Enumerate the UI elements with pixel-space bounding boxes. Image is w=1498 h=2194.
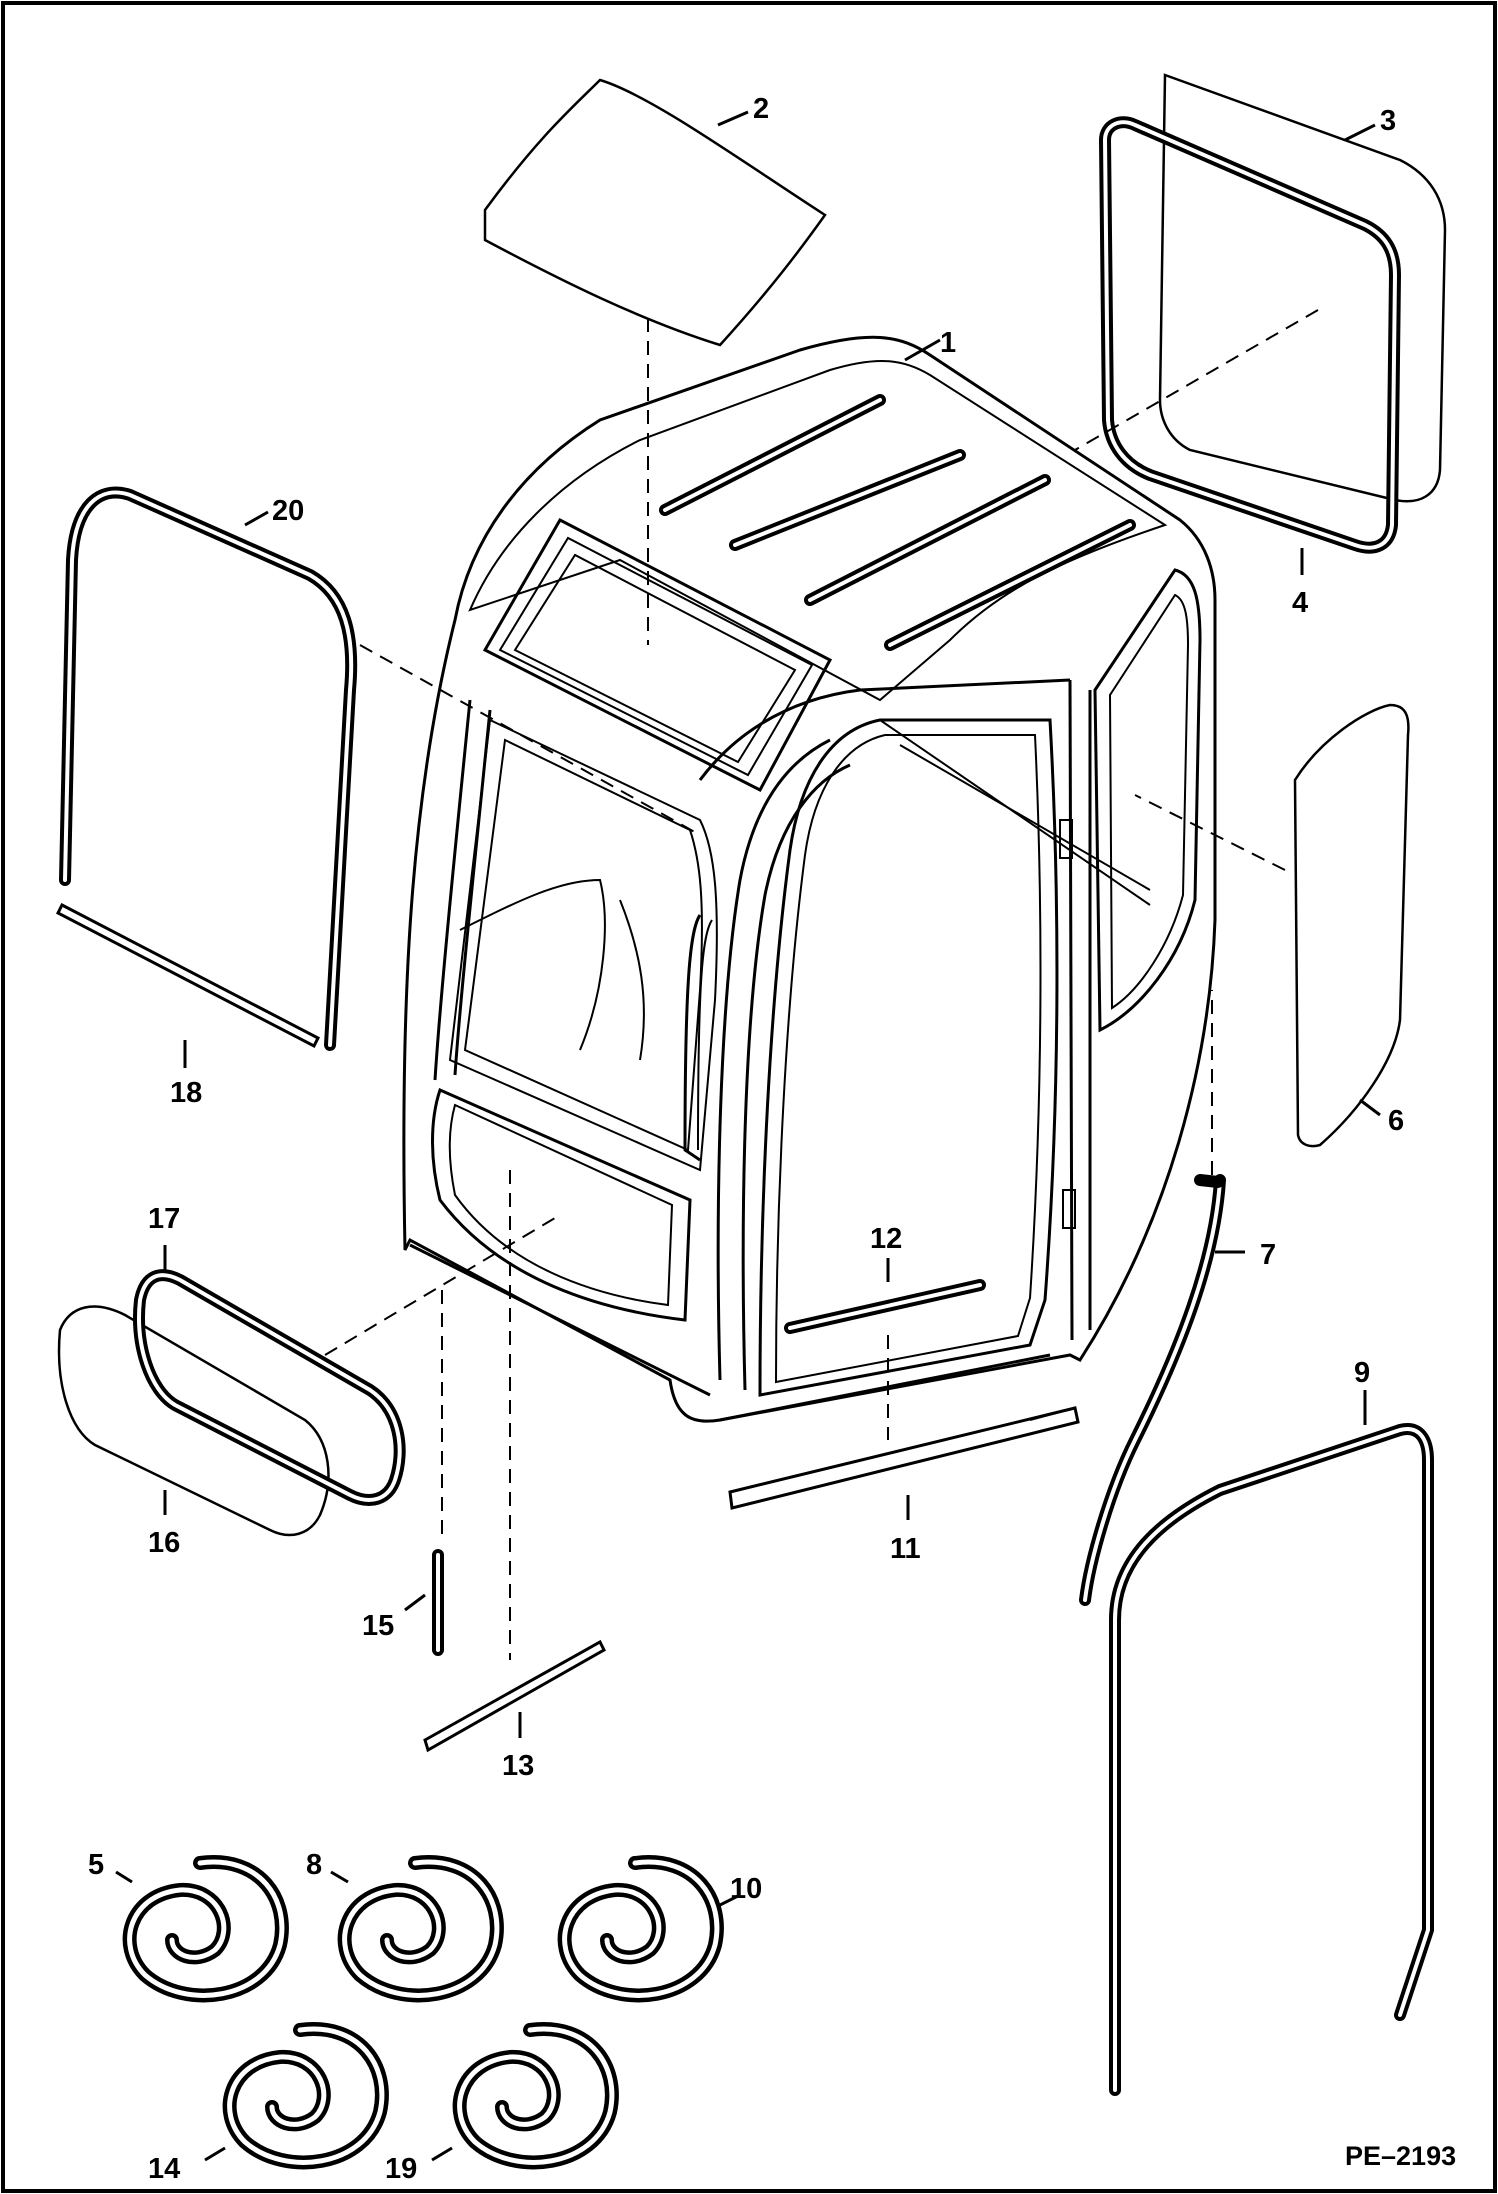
callout-12: 12: [870, 1223, 902, 1255]
callout-16: 16: [148, 1527, 180, 1559]
assembly-lines: [324, 309, 1319, 1660]
part-9-door-frame-seal: [1109, 1423, 1434, 2096]
callout-20: 20: [272, 495, 304, 527]
part-3-rear-glass: [1158, 73, 1447, 503]
coil-seal-19: [452, 2022, 619, 2170]
part-2-roof-glass: [483, 78, 827, 347]
drawing-code: PE–2193: [1345, 2141, 1456, 2171]
callout-1: 1: [940, 327, 956, 359]
cab-frame: [402, 335, 1217, 1423]
part-7-door-seal: [1079, 1174, 1226, 1606]
leader-lines: [115, 110, 1381, 2162]
callout-15: 15: [362, 1610, 394, 1642]
part-13-lower-trim: [423, 1639, 606, 1753]
part-4-rear-seal: [1099, 116, 1401, 554]
coil-seal-14: [222, 2022, 389, 2170]
callout-18: 18: [170, 1077, 202, 1109]
part-18-strip: [55, 902, 321, 1049]
callout-4: 4: [1292, 587, 1308, 619]
part-11-sill-trim: [728, 1406, 1080, 1510]
callout-9: 9: [1354, 1357, 1370, 1389]
callout-17: 17: [148, 1203, 180, 1235]
part-6-side-glass: [1293, 703, 1410, 1148]
callout-2: 2: [753, 93, 769, 125]
coil-seal-10: [557, 1855, 724, 2003]
callout-13: 13: [502, 1750, 534, 1782]
callout-14: 14: [148, 2153, 180, 2185]
part-17-lower-front-seal: [133, 1269, 406, 1506]
callout-19: 19: [385, 2153, 417, 2185]
callout-6: 6: [1388, 1105, 1404, 1137]
part-20-windshield-seal: [59, 486, 358, 1051]
coil-seal-5: [122, 1855, 289, 2003]
callout-5: 5: [88, 1849, 104, 1881]
callout-7: 7: [1260, 1239, 1276, 1271]
callout-3: 3: [1380, 105, 1396, 137]
callout-10: 10: [730, 1873, 762, 1905]
callout-8: 8: [306, 1849, 322, 1881]
coil-seal-8: [337, 1855, 504, 2003]
callout-11: 11: [890, 1533, 921, 1565]
